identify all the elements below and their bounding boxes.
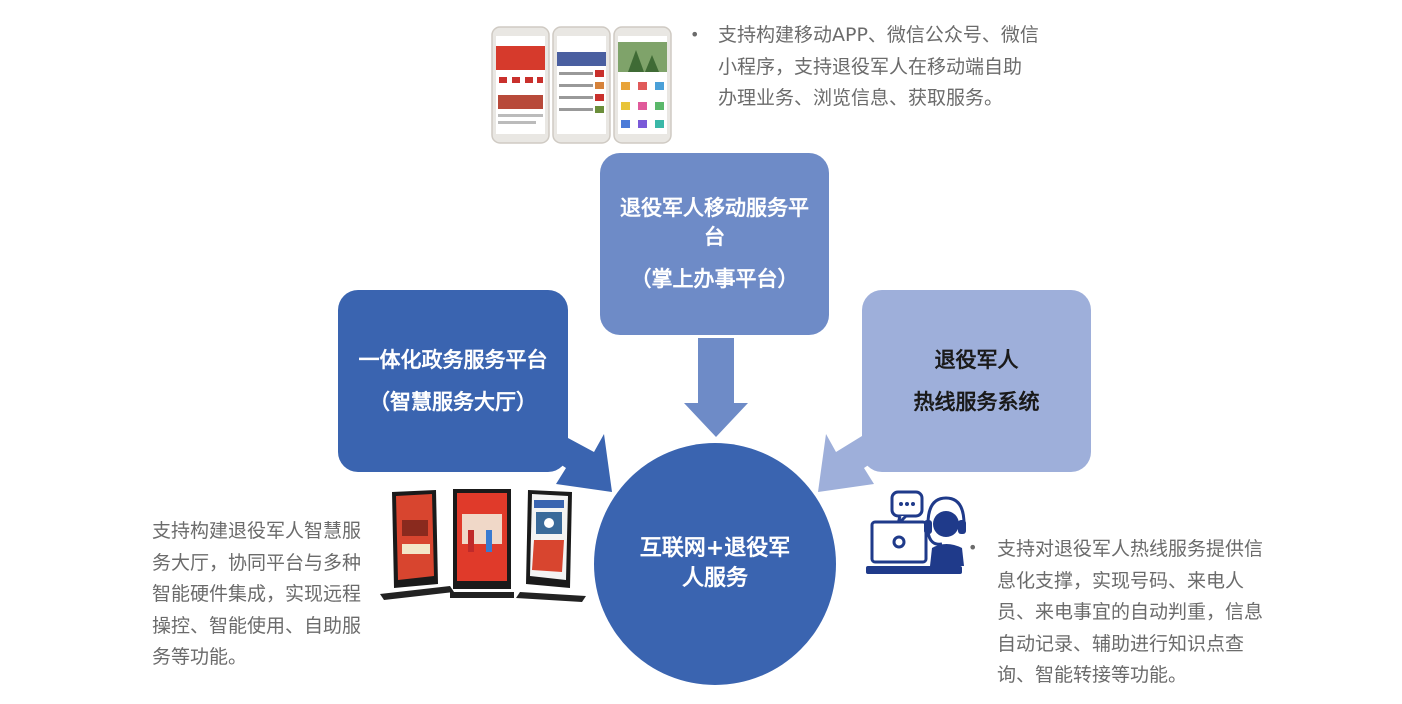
government-platform-title: 一体化政务服务平台: [358, 347, 548, 372]
hotline-title-line2: 热线服务系统: [913, 390, 1040, 414]
center-title: 互联网+退役军人服务: [639, 536, 791, 591]
government-platform-description: 支持构建退役军人智慧服务大厅，协同平台与多种智能硬件集成，实现远程操控、智能使用…: [152, 520, 362, 668]
mobile-platform-title: 退役军人移动服务平台: [620, 196, 809, 249]
arrow-from-hall: [556, 434, 612, 492]
hotline-platform-description: 支持对退役军人热线服务提供信息化支撑，实现号码、来电人员、来电事宜的自动判重，信…: [997, 538, 1264, 686]
internet-plus-veteran-service-circle: 互联网+退役军人服务: [594, 443, 836, 685]
government-platform-subtitle: （智慧服务大厅）: [369, 390, 537, 414]
hotline-service-system-box: 退役军人 热线服务系统: [862, 290, 1091, 472]
mobile-platform-subtitle: （掌上办事平台）: [630, 267, 799, 292]
government-service-platform-box: 一体化政务服务平台 （智慧服务大厅）: [338, 290, 568, 472]
hotline-title-line1: 退役军人: [934, 347, 1019, 372]
bullet-hotline: •: [968, 538, 978, 557]
mobile-service-platform-box: 退役军人移动服务平台 （掌上办事平台）: [600, 153, 829, 335]
arrow-down: [684, 338, 748, 437]
customer-service-agent-icon: [866, 490, 966, 574]
bullet-mobile: •: [690, 25, 700, 44]
mobile-platform-description: 支持构建移动APP、微信公众号、微信小程序，支持退役军人在移动端自助办理业务、浏…: [718, 24, 1039, 109]
smartphone-screens-illustration: [491, 26, 672, 144]
kiosk-screens-illustration: [380, 489, 586, 602]
arrow-from-hotline: [818, 434, 874, 492]
